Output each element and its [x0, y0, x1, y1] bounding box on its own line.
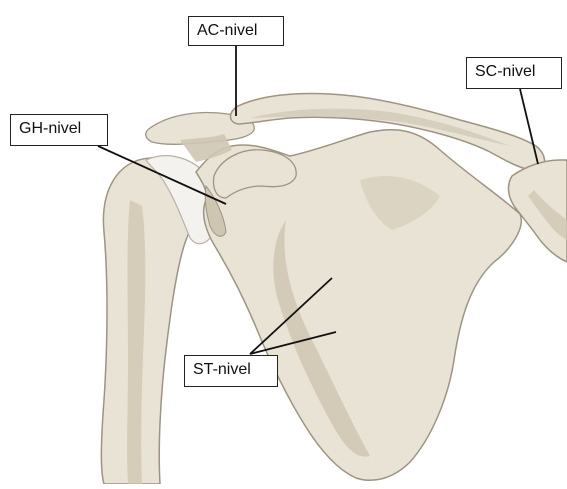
st-level-label: ST-nivel	[184, 355, 278, 387]
ac-level-label: AC-nivel	[188, 16, 284, 46]
gh-level-label: GH-nivel	[10, 114, 108, 146]
sternum-bone	[508, 160, 567, 262]
humerus-bone	[101, 156, 218, 484]
scapula-bone	[146, 113, 522, 481]
sc-level-label: SC-nivel	[466, 57, 562, 89]
